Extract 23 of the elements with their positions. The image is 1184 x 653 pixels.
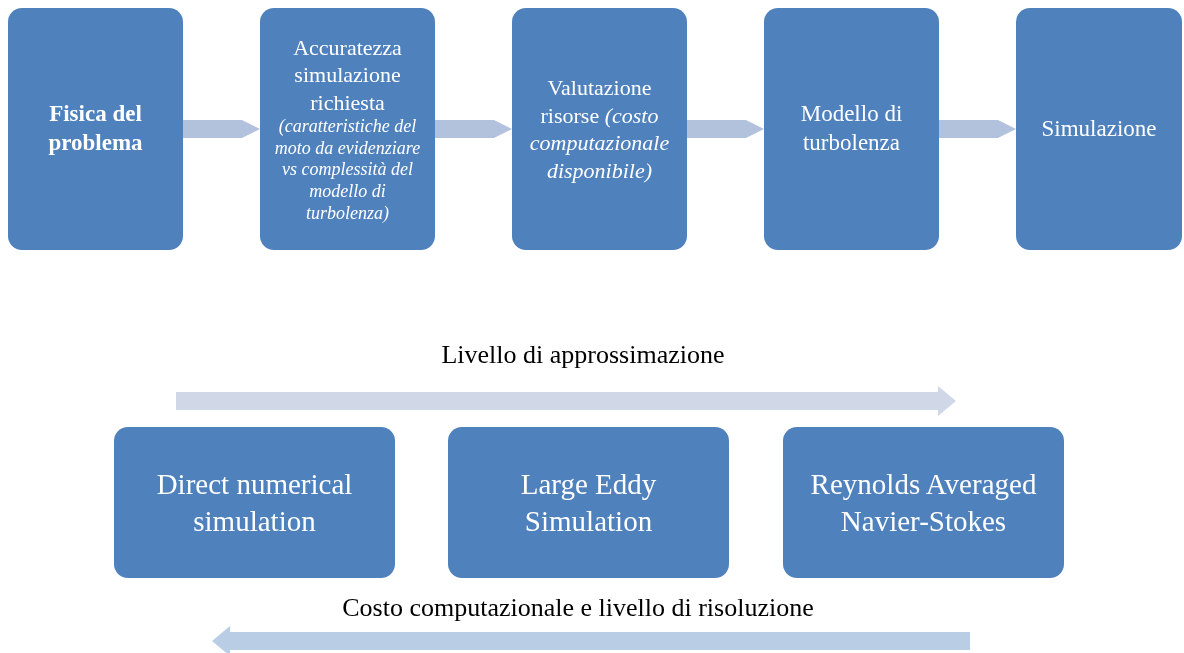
box-title: Reynolds Averaged Navier-Stokes (809, 467, 1038, 539)
axis-caption: Livello di approssimazione (440, 340, 726, 370)
block-arrow (939, 120, 1016, 138)
block-arrow (183, 120, 260, 138)
box-title: Valutazione risorse (costo computazionale disponibile) (528, 74, 671, 184)
box-title: Large Eddy Simulation (519, 467, 658, 539)
process-box (260, 8, 435, 250)
process-box (8, 8, 183, 250)
process-box (783, 427, 1064, 578)
block-arrow (435, 120, 512, 138)
box-note: (caratteristiche del moto da evidenziare vs complessità del modello di turbolenza) (273, 116, 422, 225)
axis-caption: Costo computazionale e livello di risoluzione (341, 593, 815, 623)
process-box (512, 8, 687, 250)
box-title: Fisica del problema (47, 100, 144, 157)
box-title: Accuratezza simulazione richiesta (292, 33, 403, 117)
box-title: Modello di turbolenza (799, 100, 904, 157)
process-box (448, 427, 729, 578)
process-box (764, 8, 939, 250)
box-title: Direct numerical simulation (155, 467, 354, 539)
box-title: Simulazione (1041, 114, 1157, 143)
block-arrow (687, 120, 764, 138)
process-box (1016, 8, 1182, 250)
process-box (114, 427, 395, 578)
